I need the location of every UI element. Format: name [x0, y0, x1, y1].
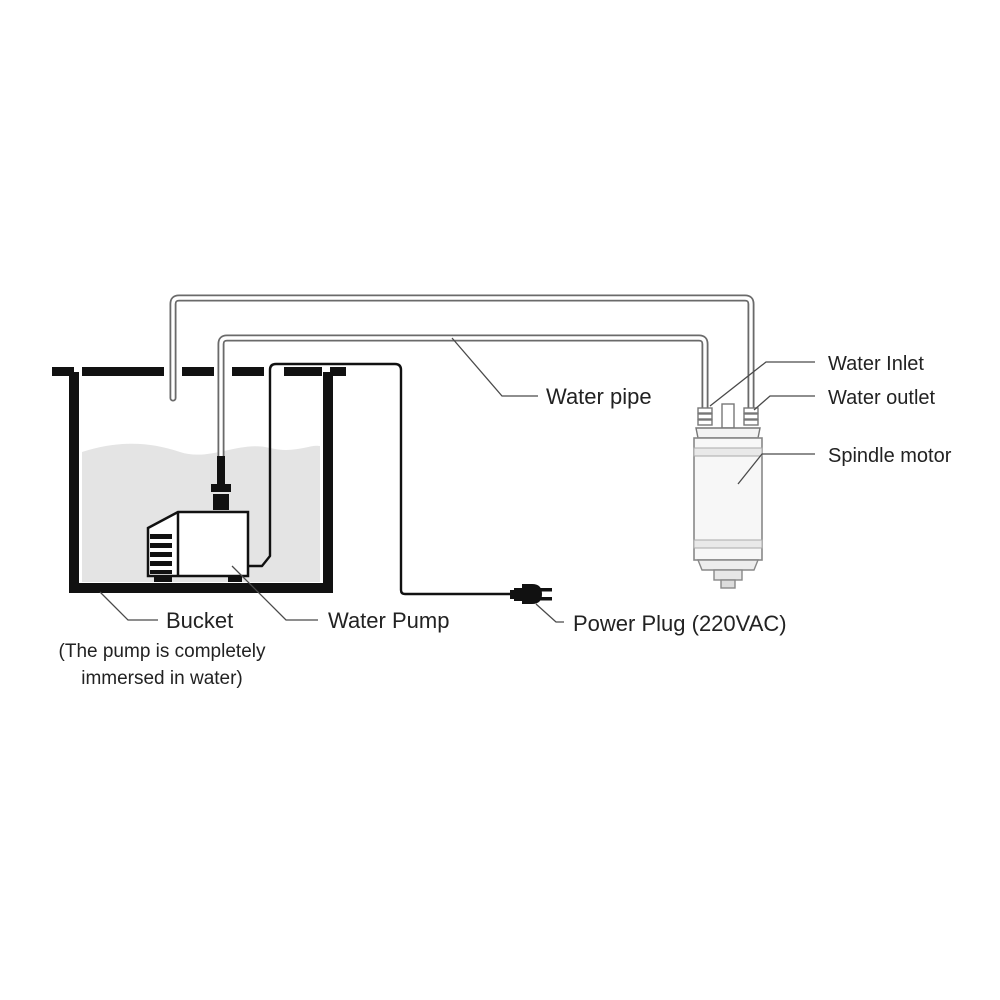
- pump-foot: [228, 576, 242, 582]
- leader-power-plug: [535, 603, 564, 623]
- pump-grille-bar: [150, 534, 172, 539]
- supply-pipe: [219, 336, 707, 464]
- plug-body: [522, 584, 542, 604]
- leader-water-outlet: [753, 395, 815, 411]
- label-bucket-note-line2: immersed in water): [81, 668, 243, 689]
- label-water-outlet: Water outlet: [828, 387, 936, 409]
- label-water-inlet: Water Inlet: [828, 353, 924, 375]
- label-water-pump: Water Pump: [328, 608, 449, 633]
- spindle-band: [693, 447, 763, 457]
- bucket-rim-segment: [182, 367, 214, 376]
- pump-grille-bar: [150, 543, 172, 548]
- pump-grille-bar: [150, 552, 172, 557]
- spindle-top-fitting: [721, 403, 735, 429]
- bucket-rim-left: [52, 367, 74, 376]
- return-pipe: [171, 296, 753, 410]
- bucket-rim-segment: [284, 367, 322, 376]
- pump-power-cable: [248, 362, 512, 596]
- pump-foot: [154, 576, 172, 582]
- label-bucket-note-line1: (The pump is completely: [59, 641, 266, 662]
- label-water-pipe: Water pipe: [546, 384, 652, 409]
- spindle-top-cap: [695, 427, 761, 439]
- leader-spindle-motor: [737, 453, 815, 485]
- label-bucket: Bucket: [166, 608, 233, 633]
- spindle-nose: [696, 559, 760, 571]
- label-power-plug: Power Plug (220VAC): [573, 611, 787, 636]
- leader-water-pump: [231, 565, 318, 621]
- plug-strain-relief: [514, 588, 522, 601]
- pump-nozzle: [217, 456, 225, 486]
- pump-nozzle-collar: [213, 494, 229, 510]
- pump-grille-bar: [150, 570, 172, 574]
- bucket-rim-segment: [82, 367, 164, 376]
- water-pipes: [169, 294, 755, 466]
- spindle-motor: [693, 403, 763, 589]
- water-pump: [146, 456, 250, 582]
- pump-nozzle-base: [211, 484, 231, 492]
- leader-bucket: [99, 591, 158, 621]
- bucket-walls: [69, 372, 333, 593]
- spindle-fittings: [697, 407, 759, 426]
- return-pipe-outline: [169, 294, 755, 412]
- plug-prong: [540, 588, 552, 592]
- spindle-collet-nut: [713, 569, 743, 581]
- plug-prong: [540, 597, 552, 601]
- power-plug: [510, 584, 552, 604]
- leader-water-pipe: [451, 337, 538, 397]
- bucket-rim-segment: [232, 367, 264, 376]
- pump-body: [146, 510, 250, 578]
- pump-grille-bar: [150, 561, 172, 566]
- spindle-band: [693, 539, 763, 549]
- leader-water-inlet: [709, 361, 815, 407]
- label-spindle-motor: Spindle motor: [828, 445, 952, 467]
- bucket-rim-right: [330, 367, 346, 376]
- spindle-collet: [720, 579, 736, 589]
